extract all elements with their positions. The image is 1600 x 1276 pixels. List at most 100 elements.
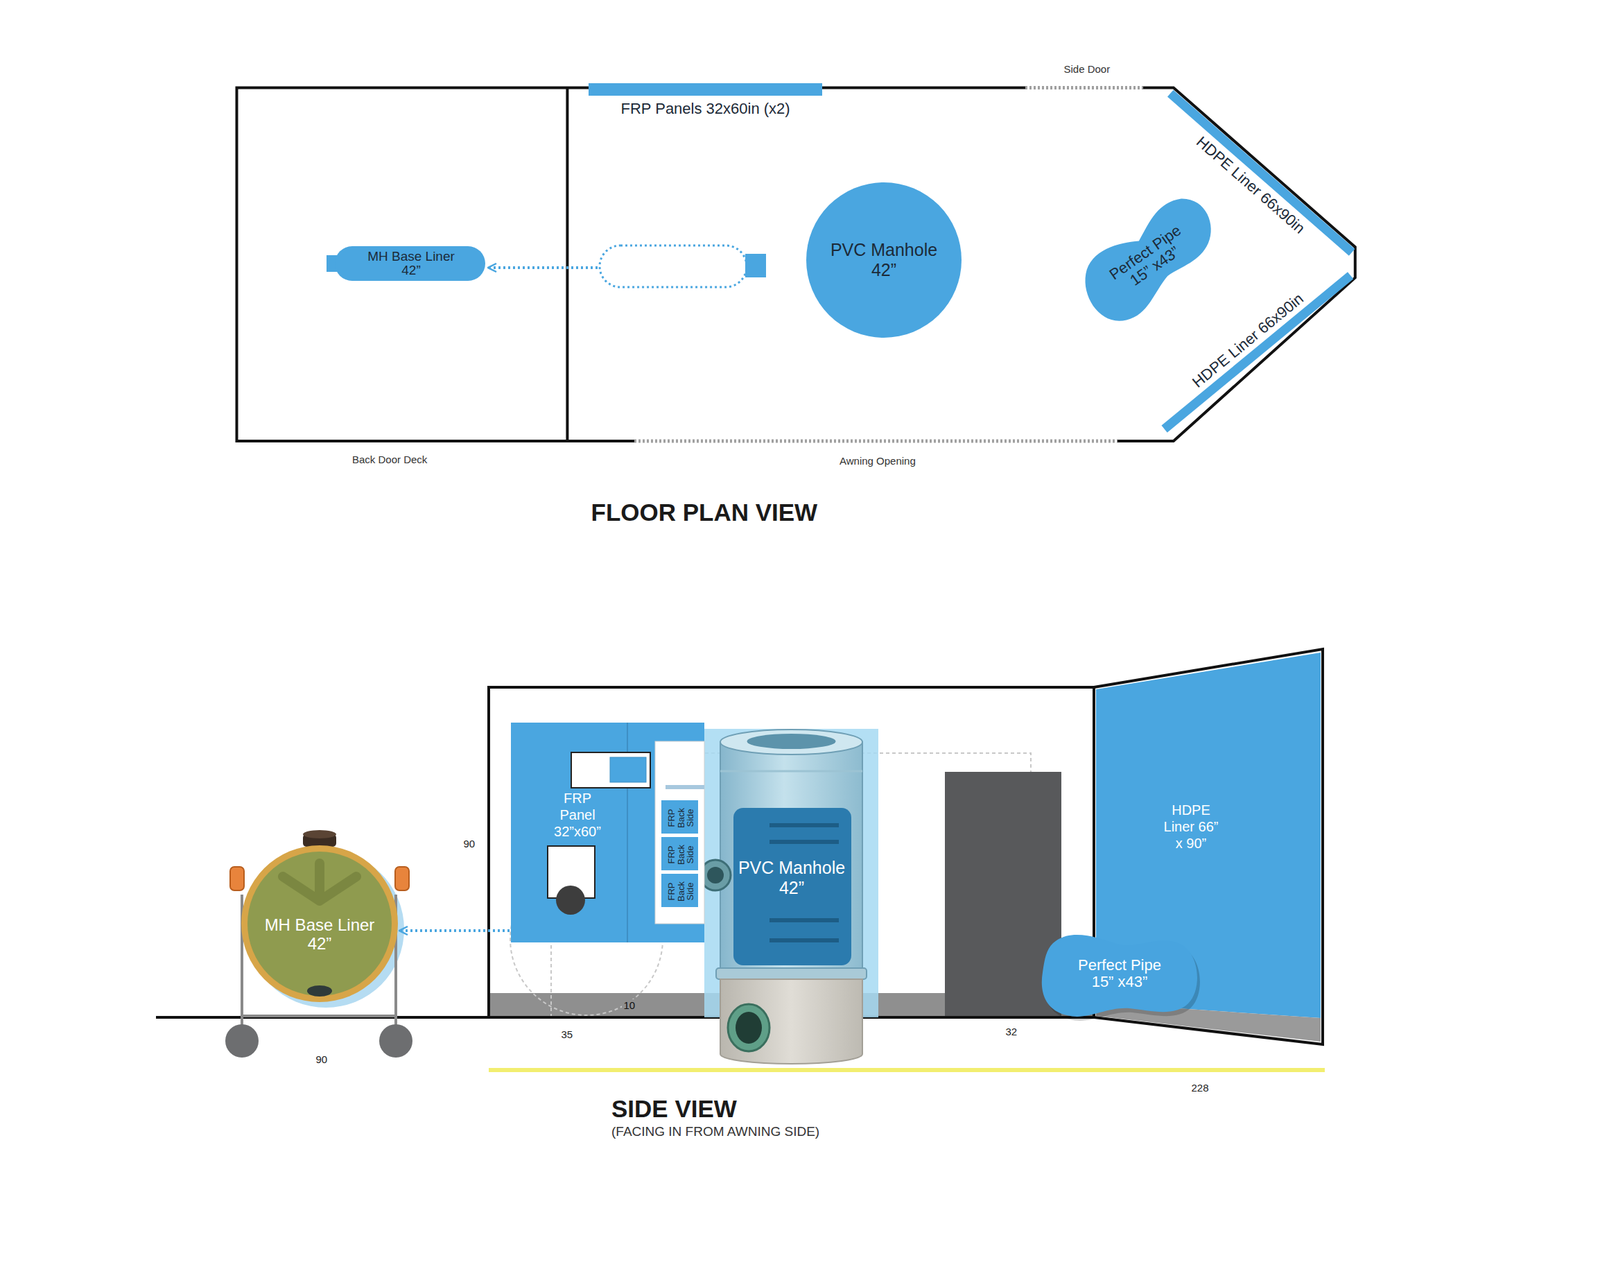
node-text: HDPE Liner 66” x 90” [1159,801,1223,852]
node-text: MH Base Liner 42” [259,915,380,954]
manhole-photo-part [707,866,724,884]
panel-block-part [610,757,647,782]
dimension-label: 35 [561,1028,574,1040]
cart-part [379,1023,413,1058]
dimension-label: 90 [463,837,476,850]
manhole-photo-part [720,770,863,773]
door-opening-part [1025,85,1144,91]
text-holder: FRP Panel 32”x60” [545,789,610,840]
panel-block-part [655,741,705,924]
floor-plan-outline-part [565,88,569,441]
panel-block-part [510,722,705,943]
base-liner-disc: MH Base Liner 42” [241,845,398,1002]
panel-bar-part [588,83,823,96]
manhole-circle-part [806,182,962,338]
text-holder: HDPE Liner 66x90in [1193,132,1309,237]
manhole-overlay: PVC Manhole 42” [704,728,879,1017]
text-holder: FRP Back Side [666,842,695,866]
node-text: FRP Back Side [666,805,695,830]
liner-bar-part [1161,271,1354,432]
door-opening-part [1025,85,1144,90]
text-holder: MH Base Liner 42” [361,249,461,278]
node-text: FRP Panels 32x60in (x2) [621,99,791,118]
manhole-photo-part [769,839,839,844]
door-note: Side Door [1064,63,1111,75]
node-text: HDPE Liner 66x90in [1188,289,1307,391]
base-liner-disc-part [247,851,392,996]
text-holder: PVC Manhole 42” [732,857,851,898]
door-opening-part [634,438,1118,444]
panel-bar: FRP Panels 32x60in (x2) [588,83,823,120]
cart-part [241,1015,396,1026]
manhole-photo-part [769,822,839,828]
cart-part [230,866,245,891]
manhole-circle: PVC Manhole 42” [806,182,962,338]
base-liner-disc-part [307,985,333,997]
manhole-photo-part [735,1011,762,1044]
view-heading: FLOOR PLAN VIEW [591,498,819,527]
base-liner-pill: MH Base Liner 42” [326,246,486,281]
manhole-photo-part [727,1003,770,1051]
node-text: FRP Back Side [666,879,695,903]
pipe-blob: Perfect Pipe 15” x43” [1039,923,1200,1020]
base-liner-pill-part [334,246,486,281]
moved-liner-ghost-part [599,245,747,288]
pipe-blob: Perfect Pipe 15” x43” [1057,177,1240,343]
node-text: MH Base Liner 42” [361,249,461,278]
text-holder: MH Base Liner 42” [259,915,380,954]
dimension-label: 90 [316,1053,328,1065]
dotted-arrow [399,928,510,932]
moved-liner-ghost [488,245,767,288]
deck-note: Back Door Deck [352,453,428,466]
manhole-photo-part [769,917,839,923]
view-heading: SIDE VIEW [611,1094,737,1123]
text-holder: HDPE Liner 66x90in [1188,289,1307,391]
dimension-label: 10 [621,998,638,1011]
manhole-photo-part [733,807,852,965]
text-holder: PVC Manhole 42” [824,239,943,281]
manhole-photo-part [700,859,731,891]
text-holder: FRP Back Side [666,805,695,830]
awning-note: Awning Opening [839,454,916,467]
manhole-photo-part [716,967,867,979]
manhole-photo-part [769,937,839,943]
node-text: HDPE Liner 66x90in [1193,132,1309,237]
connectors [399,930,510,932]
floor-plan-outline [237,88,1356,441]
base-liner-disc-part [282,863,357,901]
floor-plan-outline-part [237,88,1356,441]
cart-part [225,1023,259,1058]
moved-liner-ghost-part [488,266,598,269]
view-subheading: (FACING IN FROM AWNING SIDE) [611,1123,820,1139]
text-holder: FRP Back Side [666,879,695,903]
text-holder: FRP Panels 32x60in (x2) [621,99,791,118]
trailer-side-part [488,687,1094,1017]
panel-block-part [571,752,651,788]
node-text: PVC Manhole 42” [824,239,943,281]
text-holder: HDPE Liner 66” x 90” [1159,801,1223,852]
node-text: PVC Manhole 42” [732,857,851,898]
cart-part [395,866,410,891]
door-opening [634,88,1144,441]
cart-part [302,829,337,839]
pipe-blob-part [1041,934,1198,1017]
manhole-photo-part [720,729,863,755]
panel-block: FRP Panel 32”x60”FRP Back SideFRP Back S… [510,722,705,943]
manhole-photo-part [720,741,863,972]
back-side-box: FRP Back Side [660,872,699,908]
node-text: FRP Back Side [666,842,695,866]
trailer-side-part [488,1067,1325,1072]
node-text: Perfect Pipe 15” x43” [1067,956,1172,990]
manhole-photo [700,728,879,1064]
base-liner-disc-part [241,845,398,1002]
cart [225,829,413,1058]
liner-bar: HDPE Liner 66x90in [1148,255,1354,432]
back-side-box: FRP Back Side [660,836,699,871]
dimension-label: 228 [1191,1081,1210,1094]
manhole-photo-part [747,733,837,749]
text-holder: Perfect Pipe 15” x43” [1067,956,1172,990]
node-text: FRP Panel 32”x60” [545,789,610,840]
